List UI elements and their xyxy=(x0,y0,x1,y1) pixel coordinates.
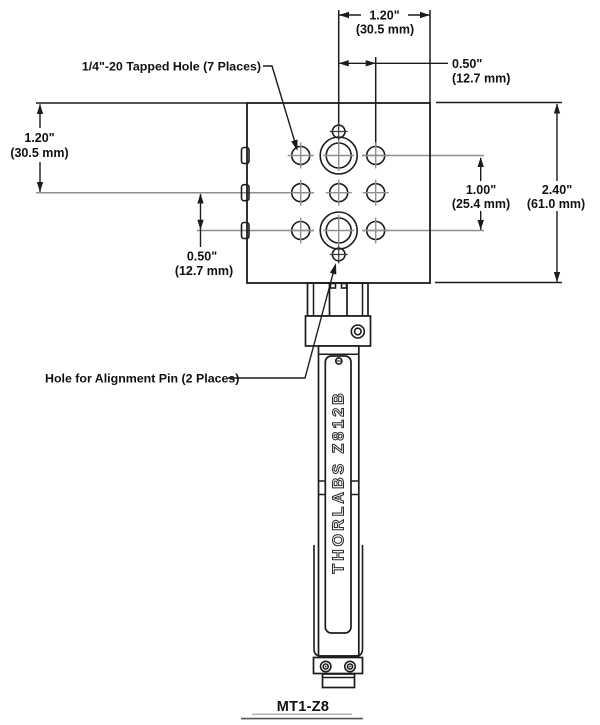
footer: MT1-Z8 xyxy=(241,699,363,720)
dim-top-offset-mm: (12.7 mm) xyxy=(452,71,510,85)
part-number-label: MT1-Z8 xyxy=(277,699,330,715)
tapped-hole xyxy=(287,142,314,169)
dimension-top-offset: 0.50" (12.7 mm) xyxy=(338,57,510,85)
extension-lines-gray xyxy=(36,154,484,232)
dimension-top-width: 1.20" (30.5 mm) xyxy=(339,7,430,37)
dimension-left-offset: 0.50" (12.7 mm) xyxy=(175,193,233,278)
tapped-hole xyxy=(362,217,389,244)
bottom-cap-screw-right xyxy=(343,660,356,673)
dim-left-offset-in: 0.50" xyxy=(187,249,217,263)
dimension-left-height: 1.20" (30.5 mm) xyxy=(10,104,69,192)
label-screw xyxy=(334,357,343,365)
tapped-holes xyxy=(287,142,389,244)
alignment-pin-hole-top xyxy=(329,122,348,141)
clamp-screw-inner xyxy=(353,327,362,336)
alignment-pin-label: Hole for Alignment Pin (2 Places) xyxy=(45,371,239,385)
mounting-plate xyxy=(240,102,431,284)
tapped-hole xyxy=(287,217,314,244)
dim-hole-spacing-in: 1.00" xyxy=(466,183,496,197)
motor-sleeve xyxy=(313,545,364,657)
motor-clamp xyxy=(304,315,372,347)
extension-lines-black xyxy=(36,10,562,284)
dimension-overall-height: 2.40" (61.0 mm) xyxy=(527,103,585,282)
dim-overall-height-in: 2.40" xyxy=(542,183,572,197)
flexure-tab-top xyxy=(240,146,250,165)
dim-left-height-in: 1.20" xyxy=(24,131,54,145)
dim-top-offset-in: 0.50" xyxy=(452,57,482,71)
motor-connector-stub xyxy=(321,673,356,689)
dim-overall-height-mm: (61.0 mm) xyxy=(527,197,585,211)
callout-tapped-hole: 1/4"-20 Tapped Hole (7 Places) xyxy=(82,59,298,151)
tapped-hole xyxy=(362,142,389,169)
dim-top-width-mm: (30.5 mm) xyxy=(356,23,414,37)
tapped-hole-label: 1/4"-20 Tapped Hole (7 Places) xyxy=(82,59,261,73)
alignment-pin-hole-bottom xyxy=(329,245,348,264)
flexure-tab-middle xyxy=(240,183,250,202)
counterbore-hole-bottom xyxy=(319,211,359,250)
tapped-hole xyxy=(362,179,389,206)
dim-left-height-mm: (30.5 mm) xyxy=(10,146,68,160)
motor-assembly: THORLABS Z812B xyxy=(304,282,372,689)
flexure-tab-bottom xyxy=(240,221,250,240)
dim-hole-spacing-mm: (25.4 mm) xyxy=(452,197,510,211)
plate-outline xyxy=(246,102,431,284)
tapped-hole xyxy=(287,179,314,206)
motor-joint-band xyxy=(318,480,359,496)
clamp-screw-outer xyxy=(350,324,366,339)
tapped-hole xyxy=(325,179,352,206)
dim-top-width-in: 1.20" xyxy=(369,8,399,22)
callout-alignment-pin: Hole for Alignment Pin (2 Places) xyxy=(45,263,337,385)
dimension-hole-spacing: 1.00" (25.4 mm) xyxy=(452,157,510,230)
bottom-cap-screw-left xyxy=(319,660,332,673)
dim-left-offset-mm: (12.7 mm) xyxy=(175,264,233,278)
motor-label: THORLABS Z812B xyxy=(330,390,347,573)
counterbore-hole-top xyxy=(319,136,359,175)
